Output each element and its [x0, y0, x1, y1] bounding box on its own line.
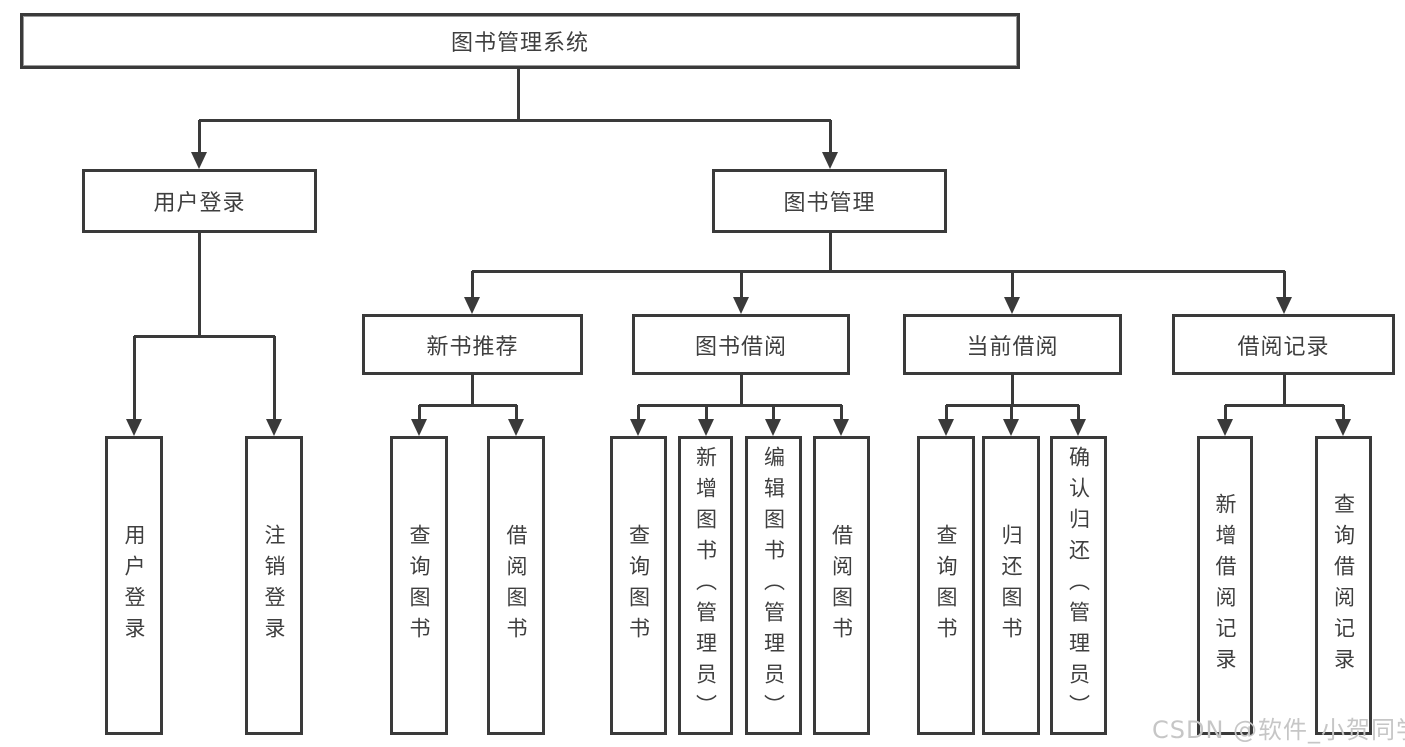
node-root: 图书管理系统: [20, 13, 1020, 69]
arrow-down-icon: [630, 419, 646, 436]
node-label-query-book-3: 查询图书: [934, 523, 958, 648]
connector-line-vertical: [471, 375, 474, 406]
connector-line-vertical: [1283, 375, 1286, 406]
connector-arrow-stem: [945, 405, 948, 423]
node-user-login: 用户登录: [105, 436, 163, 735]
connector-arrow-stem: [273, 336, 276, 423]
arrow-down-icon: [1217, 419, 1233, 436]
connector-line-horizontal: [134, 335, 275, 338]
csdn-watermark: CSDN @软件_小贺同学: [1152, 716, 1405, 744]
arrow-down-icon: [1276, 297, 1292, 314]
connector-line-horizontal: [1225, 404, 1344, 407]
node-borrowing-records: 借阅记录: [1172, 314, 1395, 375]
node-label-query-borrow-record: 查询借阅记录: [1331, 492, 1356, 679]
arrow-down-icon: [1004, 297, 1020, 314]
node-book-management: 图书管理: [712, 169, 947, 233]
connector-arrow-stem: [1077, 405, 1080, 423]
node-label-user-login: 用户登录: [122, 523, 146, 648]
connector-arrow-stem: [829, 120, 832, 156]
connector-arrow-stem: [1011, 271, 1014, 301]
connector-arrow-stem: [840, 405, 843, 423]
node-label-root: 图书管理系统: [450, 31, 589, 56]
node-query-book-3: 查询图书: [917, 436, 975, 735]
connector-line-vertical: [829, 233, 832, 272]
connector-arrow-stem: [772, 405, 775, 423]
arrow-down-icon: [191, 152, 207, 169]
arrow-down-icon: [464, 297, 480, 314]
node-label-add-book-admin: 新增图书（管理员）: [693, 446, 718, 725]
connector-arrow-stem: [133, 336, 136, 423]
node-label-current-borrowing: 当前借阅: [966, 334, 1059, 360]
arrow-down-icon: [765, 419, 781, 436]
node-new-book-recommend: 新书推荐: [362, 314, 583, 375]
connector-arrow-stem: [418, 405, 421, 423]
node-borrow-book-2: 借阅图书: [813, 436, 870, 735]
arrow-down-icon: [126, 419, 142, 436]
arrow-down-icon: [833, 419, 849, 436]
connector-arrow-stem: [515, 405, 518, 423]
connector-arrow-stem: [637, 405, 640, 423]
node-query-book-2: 查询图书: [610, 436, 667, 735]
node-label-query-book-1: 查询图书: [407, 523, 431, 648]
connector-line-vertical: [740, 375, 743, 406]
node-label-edit-book-admin: 编辑图书（管理员）: [761, 446, 786, 725]
arrow-down-icon: [938, 419, 954, 436]
connector-line-vertical: [517, 69, 520, 121]
connector-line-horizontal: [199, 119, 831, 122]
connector-line-horizontal: [638, 404, 842, 407]
connector-line-vertical: [1011, 375, 1014, 406]
arrow-down-icon: [1003, 419, 1019, 436]
arrow-down-icon: [698, 419, 714, 436]
node-label-query-book-2: 查询图书: [626, 523, 651, 648]
node-label-book-borrowing: 图书借阅: [694, 334, 787, 360]
node-label-borrowing-records: 借阅记录: [1237, 334, 1330, 360]
arrow-down-icon: [733, 297, 749, 314]
node-query-book-1: 查询图书: [390, 436, 448, 735]
node-label-user-login-branch: 用户登录: [153, 191, 246, 216]
node-return-book: 归还图书: [982, 436, 1040, 735]
node-query-borrow-record: 查询借阅记录: [1315, 436, 1372, 735]
node-borrow-book-1: 借阅图书: [487, 436, 545, 735]
node-current-borrowing: 当前借阅: [903, 314, 1122, 375]
connector-arrow-stem: [1010, 405, 1013, 423]
connector-arrow-stem: [705, 405, 708, 423]
connector-arrow-stem: [1224, 405, 1227, 423]
arrow-down-icon: [1335, 419, 1351, 436]
node-label-confirm-return-admin: 确认归还（管理员）: [1066, 446, 1091, 725]
node-add-borrow-record: 新增借阅记录: [1197, 436, 1253, 735]
node-label-logout: 注销登录: [262, 523, 286, 648]
arrow-down-icon: [508, 419, 524, 436]
node-confirm-return-admin: 确认归还（管理员）: [1050, 436, 1107, 735]
connector-line-vertical: [198, 233, 201, 337]
node-label-add-borrow-record: 新增借阅记录: [1213, 492, 1237, 679]
node-user-login-branch: 用户登录: [82, 169, 317, 233]
node-label-book-management: 图书管理: [783, 191, 876, 216]
node-book-borrowing: 图书借阅: [632, 314, 850, 375]
node-logout: 注销登录: [245, 436, 303, 735]
connector-arrow-stem: [471, 271, 474, 301]
connector-arrow-stem: [1342, 405, 1345, 423]
node-add-book-admin: 新增图书（管理员）: [678, 436, 733, 735]
arrow-down-icon: [822, 152, 838, 169]
arrow-down-icon: [1070, 419, 1086, 436]
node-label-borrow-book-1: 借阅图书: [504, 523, 528, 648]
connector-arrow-stem: [740, 271, 743, 301]
connector-line-horizontal: [472, 270, 1285, 273]
arrow-down-icon: [266, 419, 282, 436]
connector-arrow-stem: [198, 120, 201, 156]
connector-line-horizontal: [419, 404, 517, 407]
arrow-down-icon: [411, 419, 427, 436]
node-label-new-book-recommend: 新书推荐: [426, 334, 519, 360]
node-edit-book-admin: 编辑图书（管理员）: [745, 436, 802, 735]
node-label-borrow-book-2: 借阅图书: [829, 523, 854, 648]
connector-arrow-stem: [1283, 271, 1286, 301]
node-label-return-book: 归还图书: [999, 523, 1023, 648]
